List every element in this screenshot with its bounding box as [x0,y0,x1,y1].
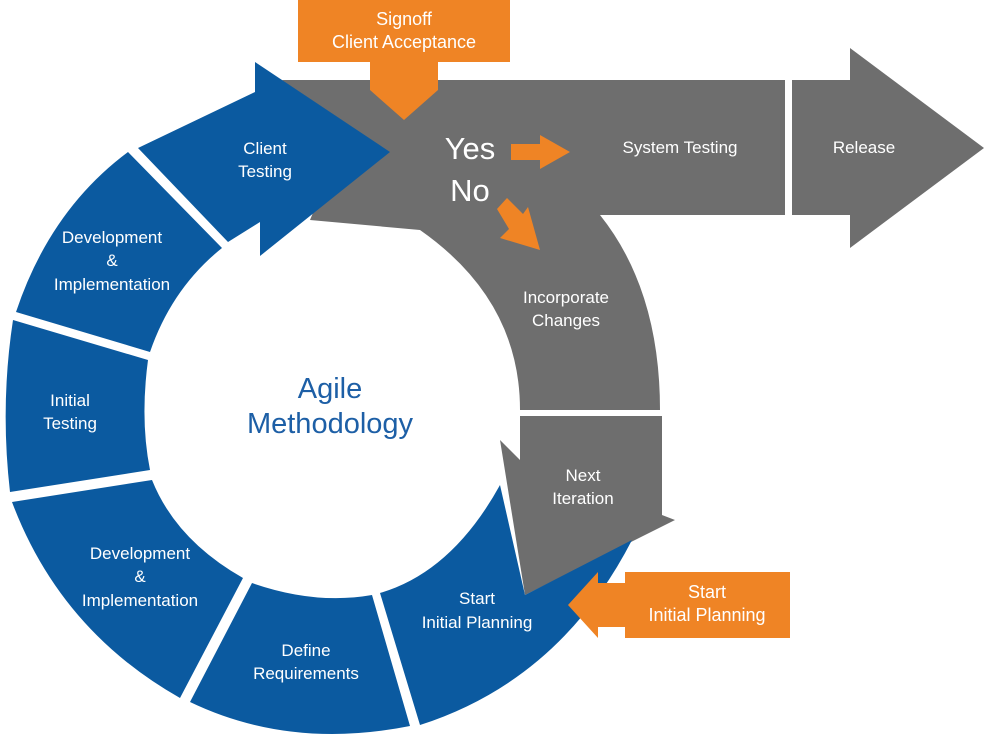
next-iteration-arrow [500,416,675,595]
center-title-line1: Agile [298,373,363,405]
start-planning-label-1: Start [459,589,495,608]
no-arrow-icon [497,198,540,250]
start-planning-callout [568,572,790,638]
yes-arrow-icon [511,135,570,169]
dev-top-label-2: & [106,251,118,270]
signoff-label-1: Signoff [376,9,433,29]
yes-label: Yes [445,131,496,166]
start-planning-label-2: Initial Planning [422,613,533,632]
next-iteration-label-1: Next [566,466,601,485]
gray-flow-path [282,48,984,595]
no-label: No [450,173,490,208]
client-testing-label-1: Client [243,139,287,158]
orange-elements [298,0,790,638]
gray-path-labels: System Testing Release Incorporate Chang… [523,138,895,508]
blue-ring [5,62,632,734]
signoff-callout [298,0,510,120]
signoff-label-2: Client Acceptance [332,32,476,52]
center-title: Agile Methodology [247,373,414,440]
release-arrow [792,48,984,248]
start-callout-label-1: Start [688,582,726,602]
dev-top-label-1: Development [62,228,162,247]
system-testing-label: System Testing [623,138,738,157]
next-iteration-label-2: Iteration [552,489,613,508]
initial-testing-label-2: Testing [43,414,97,433]
dev-bottom-label-2: & [134,567,146,586]
dev-top-label-3: Implementation [54,275,170,294]
release-label: Release [833,138,895,157]
segment-dev-top [16,152,222,352]
initial-testing-label-1: Initial [50,391,90,410]
segment-initial-testing [5,320,150,492]
segment-dev-bottom [12,480,243,698]
start-callout-label-2: Initial Planning [648,605,765,625]
segment-start-planning [380,485,632,725]
incorporate-changes-label-1: Incorporate [523,288,609,307]
callout-labels: Signoff Client Acceptance Start Initial … [332,9,766,625]
define-requirements-label-1: Define [281,641,330,660]
decision-labels: Yes No [445,131,496,208]
segment-client-testing [138,62,390,256]
segment-labels: Client Testing Development & Implementat… [43,139,532,683]
client-testing-label-2: Testing [238,162,292,181]
dev-bottom-label-1: Development [90,544,190,563]
define-requirements-label-2: Requirements [253,664,359,683]
dev-bottom-label-3: Implementation [82,591,198,610]
center-title-line2: Methodology [247,408,414,440]
segment-define-requirements [190,583,410,734]
incorporate-changes-label-2: Changes [532,311,600,330]
